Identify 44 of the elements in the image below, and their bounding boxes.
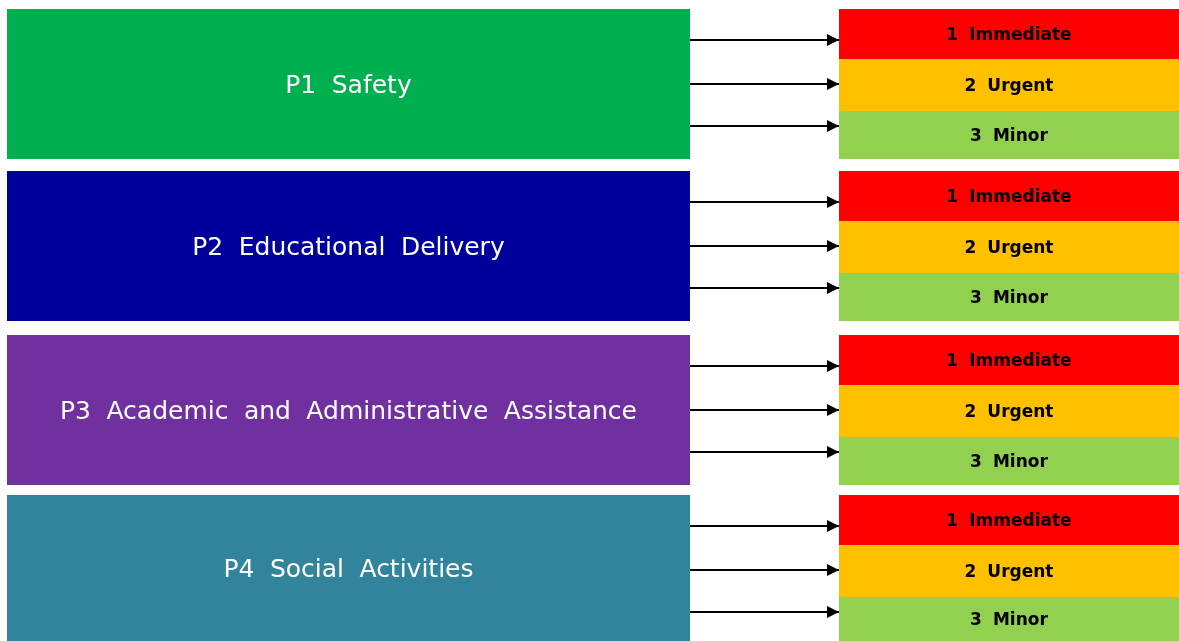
arrow: [689, 606, 840, 618]
priority-label: 1 Immediate: [946, 510, 1072, 530]
category-label: P3 Academic and Administrative Assistance: [60, 395, 637, 425]
priority-box: [839, 597, 1179, 641]
priority-box: [839, 221, 1179, 273]
category-label: P1 Safety: [285, 69, 412, 99]
priority-box: [839, 273, 1179, 321]
priority-label: 2 Urgent: [964, 401, 1054, 421]
priority-box: [839, 171, 1179, 221]
arrow: [689, 564, 840, 576]
priority-label: 3 Minor: [970, 609, 1048, 629]
arrow: [689, 240, 840, 252]
priority-box: [839, 111, 1179, 159]
priority-label: 1 Immediate: [946, 24, 1072, 44]
priority-box: [839, 437, 1179, 485]
arrow: [689, 446, 840, 458]
priority-label: 3 Minor: [970, 451, 1048, 471]
arrow: [689, 34, 840, 46]
arrow: [689, 120, 840, 132]
priority-label: 2 Urgent: [964, 561, 1054, 581]
priority-label: 2 Urgent: [964, 237, 1054, 257]
priority-box: [839, 9, 1179, 59]
priority-box: [839, 385, 1179, 437]
category-box: [7, 9, 690, 159]
arrow: [689, 520, 840, 532]
priority-box: [839, 59, 1179, 111]
priority-label: 3 Minor: [970, 125, 1048, 145]
category-box: [7, 495, 690, 641]
arrow: [689, 78, 840, 90]
category-box: [7, 335, 690, 485]
priority-label: 1 Immediate: [946, 350, 1072, 370]
category-box: [7, 171, 690, 321]
priority-box: [839, 495, 1179, 545]
priority-box: [839, 545, 1179, 597]
arrow: [689, 360, 840, 372]
priority-box: [839, 335, 1179, 385]
arrow: [689, 196, 840, 208]
category-label: P2 Educational Delivery: [192, 231, 505, 261]
category-label: P4 Social Activities: [223, 553, 474, 583]
priority-label: 1 Immediate: [946, 186, 1072, 206]
priority-label: 2 Urgent: [964, 75, 1054, 95]
arrow: [689, 404, 840, 416]
priority-label: 3 Minor: [970, 287, 1048, 307]
arrow: [689, 282, 840, 294]
